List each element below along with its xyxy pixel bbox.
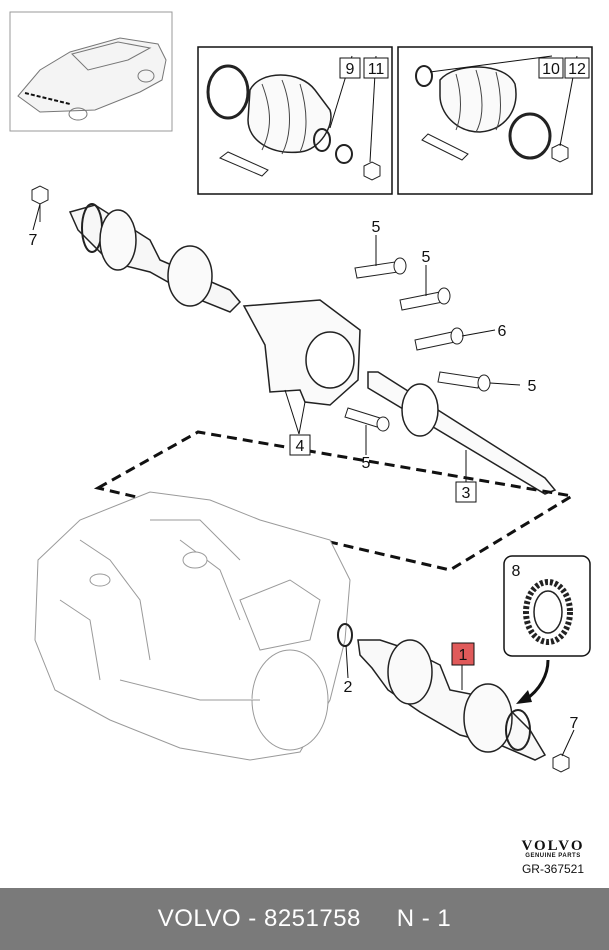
part-footer-bar: VOLVO - 8251758 N - 1 [0,888,609,950]
abs-ring-inset [503,555,591,704]
support-bracket [242,299,361,406]
callout-6: 6 [498,323,507,340]
callout-7-lower: 7 [570,715,579,732]
callout-5-b: 5 [422,249,431,266]
car-thumbnail [9,11,173,132]
callout-1: 1 [459,647,468,664]
upper-driveshaft [31,185,242,313]
diagram-code: GR-367521 [521,862,585,876]
callout-7-upper: 7 [29,232,38,249]
callout-5-a: 5 [372,219,381,236]
footer-part-number: 8251758 [263,905,361,932]
footer-note: N - 1 [396,905,452,932]
gearbox [34,491,351,761]
callout-8: 8 [512,563,521,580]
callout-9-box [339,57,361,79]
callout-4-box [289,434,311,456]
bolts [344,257,491,432]
callout-12-box [564,57,590,79]
callout-2: 2 [344,679,353,696]
volvo-genuine-parts-logo: VOLVO GENUINE PARTS GR-367521 [497,838,609,876]
footer-gap [361,905,397,933]
callout-11-box [363,57,389,79]
callout-5-c: 5 [528,378,537,395]
callout-9: 9 [346,61,355,78]
callout-3-box [455,481,477,503]
callout-10: 10 [542,61,560,78]
assembly-boundary [93,430,577,572]
main-driveshaft [357,639,570,773]
callout-12: 12 [568,61,586,78]
callout-10-box [538,57,564,79]
callout-3: 3 [462,485,471,502]
brand-logo: VOLVO [521,838,585,854]
callout-1-box [451,642,475,666]
brand-subtitle: GENUINE PARTS [525,853,581,859]
exploded-parts-diagram: 9 11 10 12 7 5 5 6 5 5 4 3 8 1 2 7 [9,11,593,773]
callout-5-d: 5 [362,455,371,472]
callout-4: 4 [296,438,305,455]
callout-11: 11 [368,61,385,78]
seal [337,623,353,647]
intermediate-shaft [367,371,557,495]
footer-separator: - [241,905,264,932]
footer-make: VOLVO [157,905,242,932]
boot-kit-box-inner [197,46,393,195]
